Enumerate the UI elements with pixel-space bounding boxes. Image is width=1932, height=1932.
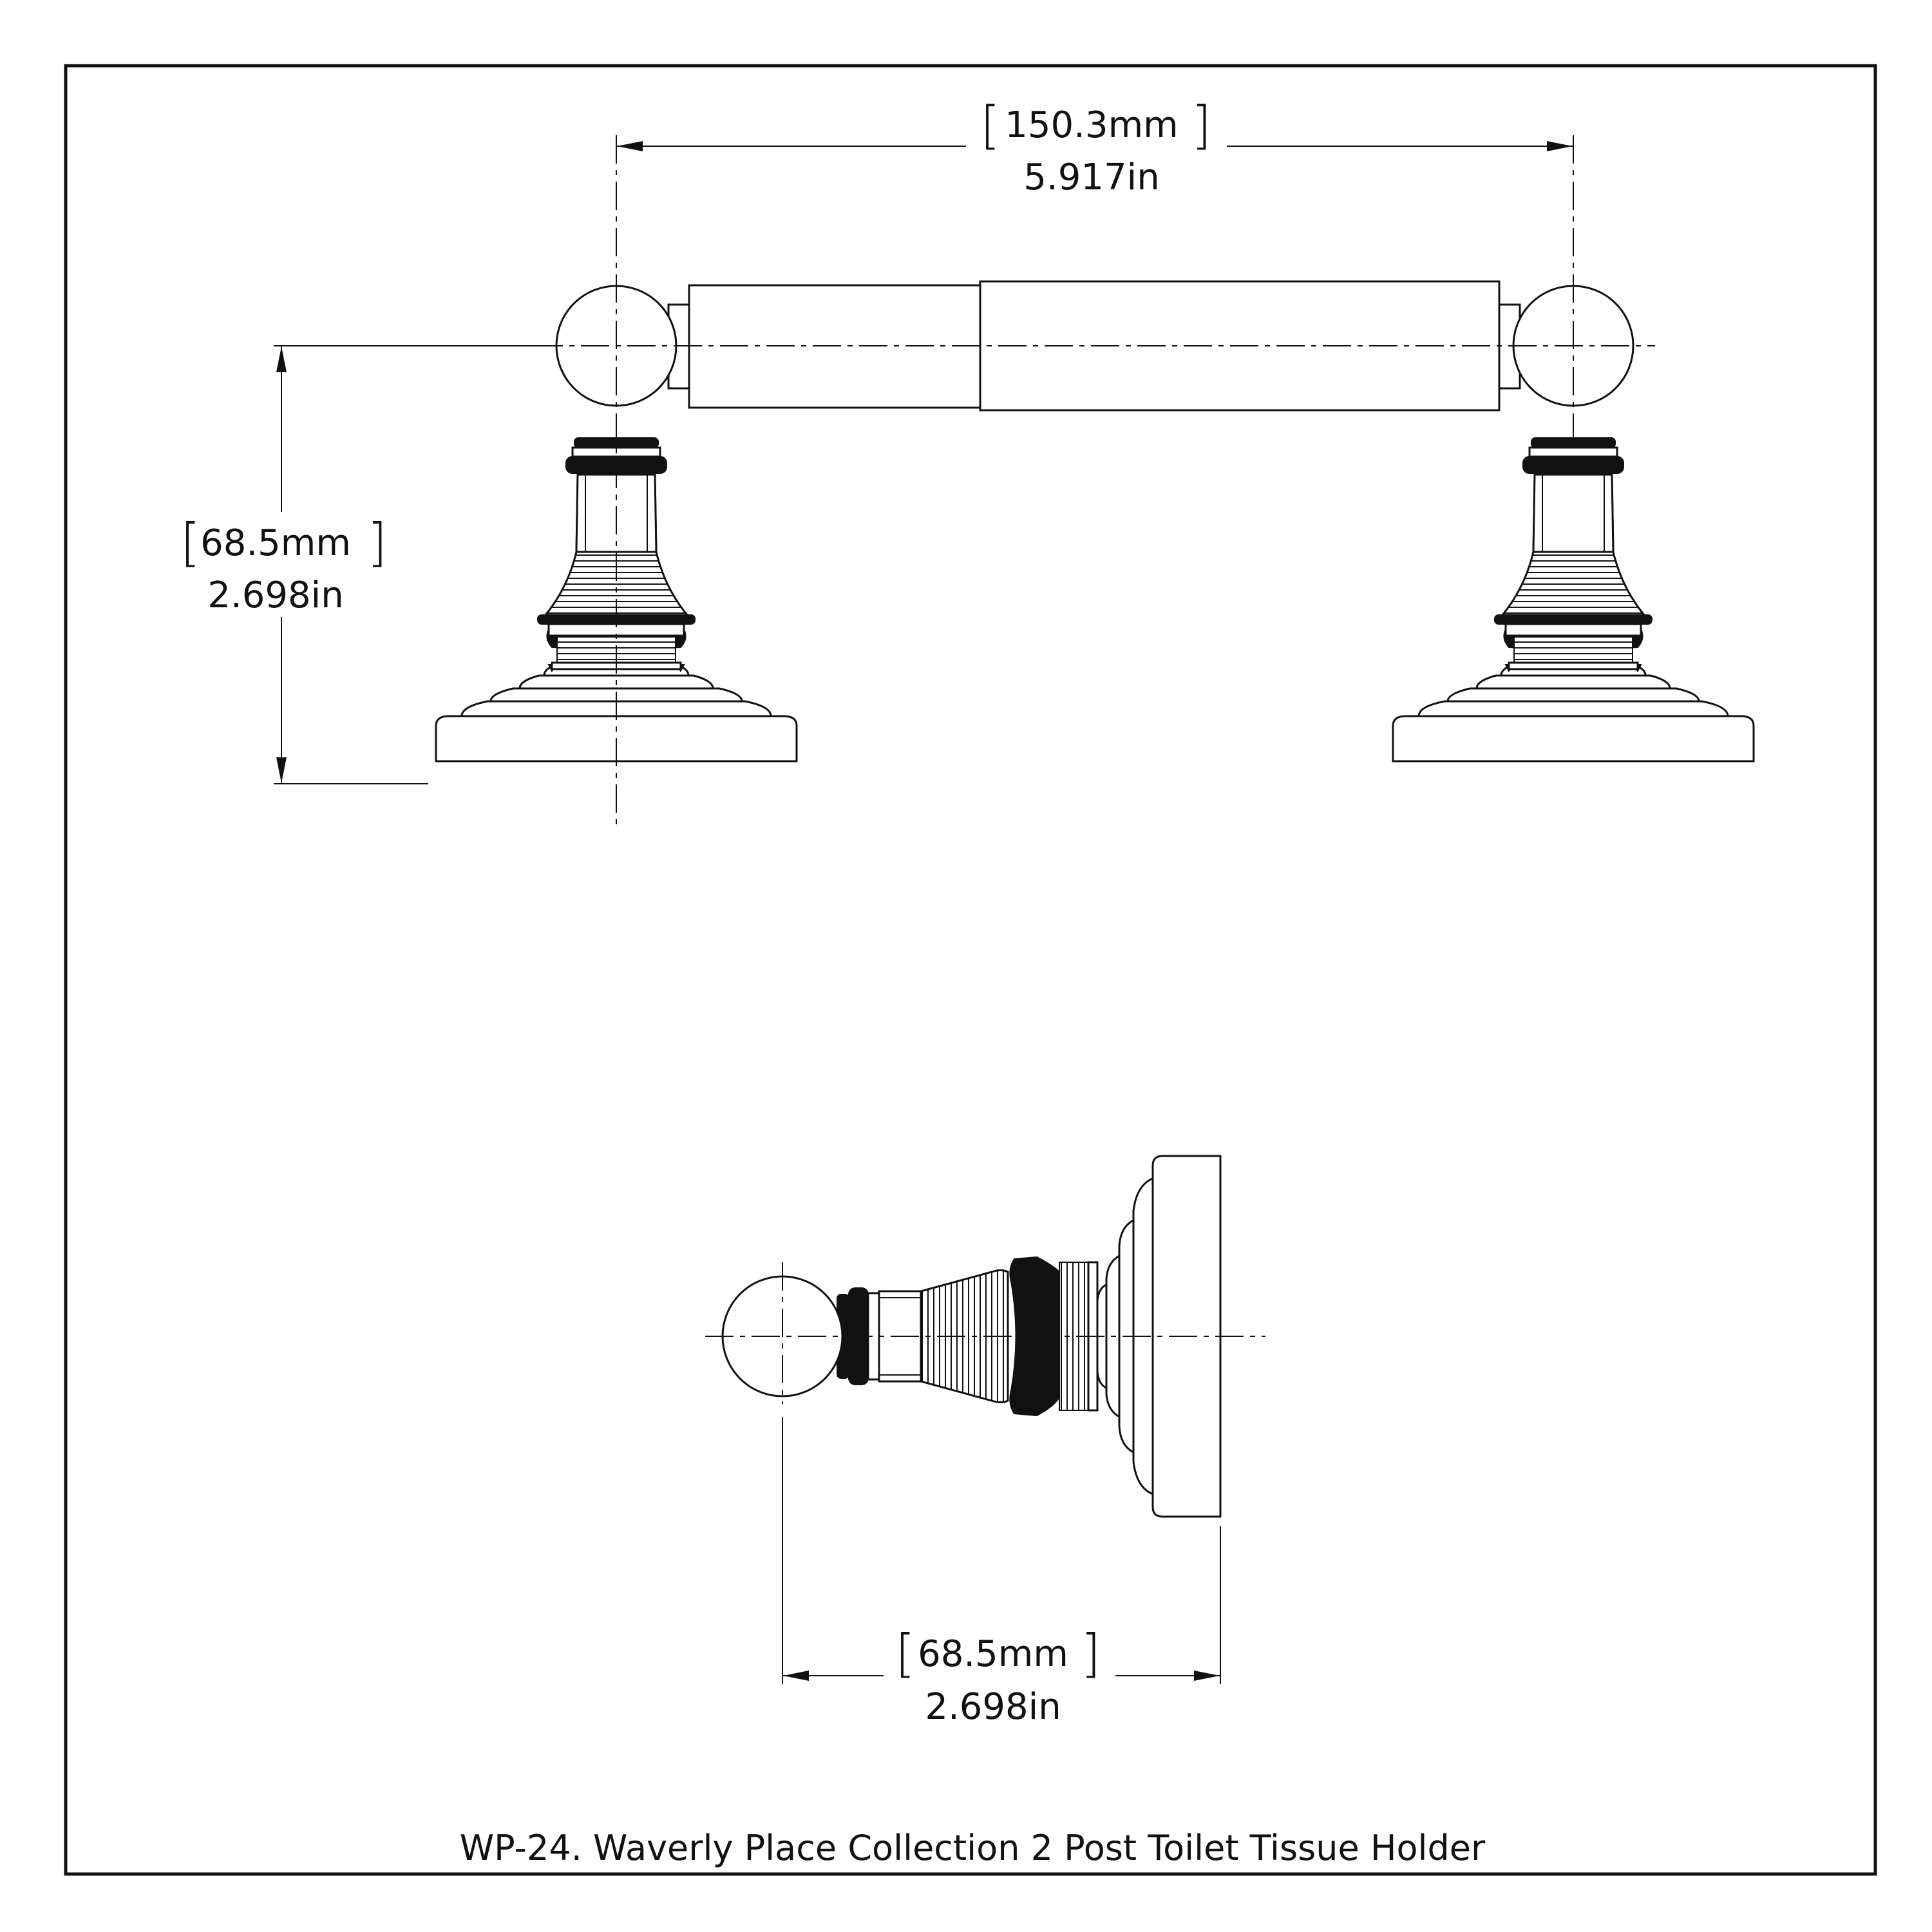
width-dim-bracket-close: ] — [1191, 95, 1211, 155]
depth-dim-bracket-close: ] — [1081, 1624, 1101, 1683]
width-dim-bracket-open: [ — [980, 95, 1000, 155]
drawing-caption: WP-24. Waverly Place Collection 2 Post T… — [460, 1828, 1486, 1868]
height-dim-inch: 2.698in — [207, 574, 343, 616]
width-dim-inch: 5.917in — [1023, 156, 1159, 198]
depth-dim-mm: 68.5mm — [918, 1633, 1068, 1675]
front-view: [ ] 150.3mm 5.917in [ ] 68.5mm 2.698in — [180, 95, 1755, 831]
depth-dim-bracket-open: [ — [895, 1624, 915, 1683]
side-view: [ ] 68.5mm 2.698in — [705, 1155, 1265, 1728]
depth-dim-inch: 2.698in — [925, 1686, 1061, 1728]
width-dim-mm: 150.3mm — [1005, 104, 1178, 146]
height-dim-mm: 68.5mm — [200, 522, 351, 564]
height-dim-bracket-close: ] — [367, 513, 387, 573]
drawing-frame — [64, 64, 1877, 1876]
height-dim-bracket-open: [ — [180, 513, 200, 573]
